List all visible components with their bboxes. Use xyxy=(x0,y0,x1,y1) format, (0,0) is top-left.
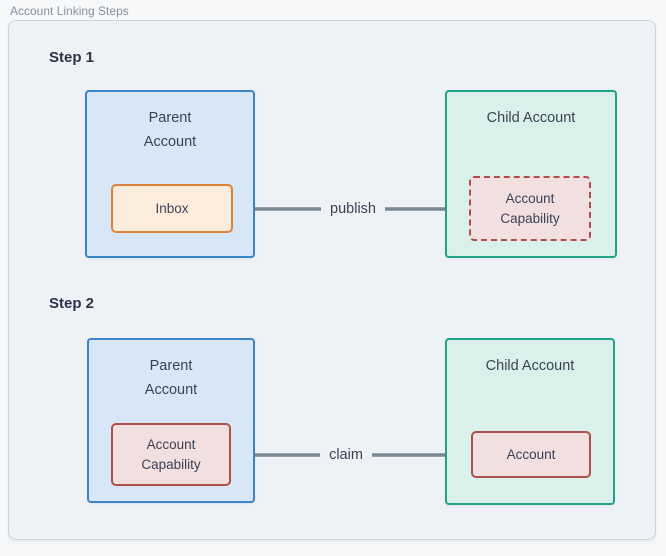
step1-inbox-label: Inbox xyxy=(155,200,189,216)
publish-arrow-label: publish xyxy=(321,200,385,218)
step2-parent-account-box: Parent Account Account Capability xyxy=(87,338,255,503)
step1-inbox-box: Inbox xyxy=(111,184,233,233)
step2-account-capability-box: Account Capability xyxy=(111,423,231,486)
step1-parent-account-label: Parent Account xyxy=(143,110,197,150)
step1-title: Step 1 xyxy=(49,49,95,66)
step2-title: Step 2 xyxy=(49,295,95,312)
step2-account-label: Account xyxy=(506,446,556,462)
step2-account-capability-label: Account Capability xyxy=(141,436,201,472)
step2-child-account-label: Child Account xyxy=(485,358,575,374)
step2-parent-account-label: Parent Account xyxy=(144,358,198,398)
step2-child-account-box: Child Account Account xyxy=(445,338,615,505)
step2-account-box: Account xyxy=(471,431,591,478)
claim-arrow-label: claim xyxy=(320,446,372,464)
step1-account-capability-box: Account Capability xyxy=(469,176,591,241)
step1-child-account-box: Child Account Account Capability xyxy=(445,90,617,258)
diagram-caption: Account Linking Steps xyxy=(10,4,129,18)
step1-child-account-label: Child Account xyxy=(486,110,576,126)
diagram-panel: Step 1 Parent Account Inbox Child Accoun… xyxy=(8,20,656,540)
step1-parent-account-box: Parent Account Inbox xyxy=(85,90,255,258)
step1-account-capability-label: Account Capability xyxy=(500,190,560,226)
